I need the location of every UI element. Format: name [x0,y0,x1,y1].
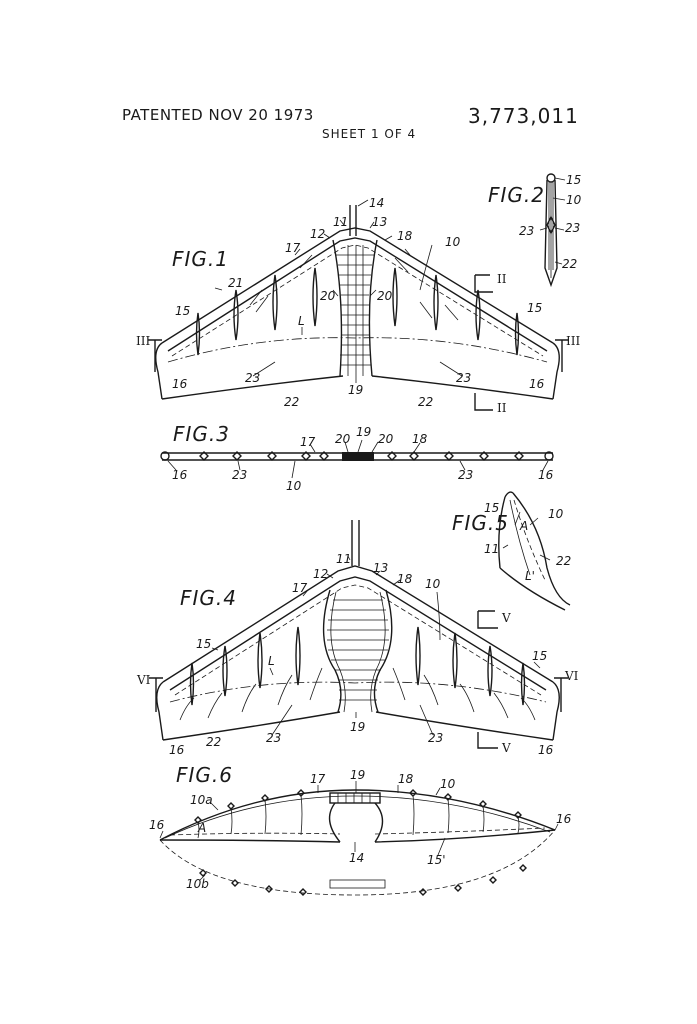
fig5-title: FIG.5 [452,511,509,535]
fig1-section-mark: III [566,334,580,348]
fig1-label: 11 [333,215,348,229]
fig2-label: 10 [566,193,582,207]
fig1-drawing [148,199,569,411]
fig4-label: 15 [196,637,211,651]
fig3-label: 10 [286,479,302,493]
fig6-title: FIG.6 [176,763,233,787]
fig4-section-mark: V [501,611,511,625]
fig2-label: 15 [566,173,581,187]
fig4-label: 16 [169,743,185,757]
fig4-title: FIG.4 [180,586,237,610]
fig1-label: 19 [348,383,363,397]
fig4-label: 23 [428,731,443,745]
fig1-label: 20 [320,289,336,303]
fig1-title: FIG.1 [172,247,229,271]
fig1-label: 14 [369,196,384,210]
fig6-label: A [197,821,206,835]
fig3-label: 23 [232,468,247,482]
fig3-label: 16 [172,468,188,482]
fig4-label: 19 [350,720,365,734]
fig4-label: 23 [266,731,281,745]
fig1-label: 18 [397,229,413,243]
fig6-drawing [159,781,559,896]
fig5-label: 15 [484,501,499,515]
fig1-label: 23 [245,371,260,385]
fig1-label: 10 [445,235,461,249]
fig1-label: 13 [372,215,387,229]
fig4-label: 16 [538,743,554,757]
fig2-label: 22 [562,257,577,271]
fig1-label: 22 [284,395,299,409]
fig6-label: 19 [350,768,365,782]
fig4-label: 10 [425,577,441,591]
fig5-label: L' [525,569,535,583]
patent-date-stamp: PATENTED NOV 20 1973 [122,106,314,124]
fig5-label: 10 [548,507,564,521]
fig3-labels: 19 17 20 20 18 16 23 10 23 16 [172,425,554,493]
fig1-section-mark: III [136,334,150,348]
fig1-label: 21 [228,276,243,290]
fig6-label: 16 [149,818,165,832]
fig1-label: L [298,314,305,328]
fig2-title: FIG.2 [488,183,545,207]
fig4-label: 13 [373,561,388,575]
fig5-label: 11 [484,542,499,556]
fig4-section-mark: V [501,741,511,755]
fig3-label: 16 [538,468,554,482]
fig2-drawing [539,173,566,288]
fig1-label: 16 [529,377,545,391]
fig3-label: 18 [412,432,428,446]
fig1-label: 22 [418,395,433,409]
fig6-label: 10a [190,793,213,807]
fig1-label: 20 [377,289,393,303]
fig4-section-mark: VI [136,673,151,687]
fig5-label: 22 [556,554,571,568]
fig1-section-mark: II [497,272,507,286]
patent-number: 3,773,011 [468,104,579,128]
fig6-label: 16 [556,812,572,826]
fig3-label: 19 [356,425,371,439]
fig4-label: 22 [206,735,221,749]
fig1-label: 17 [285,241,301,255]
sheet-number: SHEET 1 OF 4 [322,127,417,141]
fig1-label: 12 [310,227,325,241]
fig3-label: 20 [335,432,351,446]
fig4-section-mark: VI [564,669,579,683]
fig4-label: L [268,654,275,668]
fig1-label: 16 [172,377,188,391]
fig4-label: 12 [313,567,328,581]
fig5-labels: 15 A 10 11 L' 22 [484,501,571,583]
fig1-label: 15 [527,301,542,315]
fig2-label: 23 [565,221,580,235]
fig5-label: A [519,519,528,533]
fig1-labels: 14 11 13 12 17 18 10 21 15 20 20 L 15 23… [136,196,580,415]
fig3-label: 20 [378,432,394,446]
fig3-label: 17 [300,435,316,449]
fig4-label: 11 [336,552,351,566]
fig2-labels: 15 10 23 23 22 [519,173,582,271]
fig3-drawing [160,439,554,479]
fig6-label: 14 [349,851,364,865]
fig6-label: 18 [398,772,414,786]
fig6-labels: 17 19 18 10 10a 16 A 16 14 15' 10b [149,768,572,891]
fig5-drawing [498,491,571,611]
fig4-label: 15 [532,649,547,663]
fig6-label: 15' [427,853,446,867]
fig4-drawing [149,520,568,749]
fig4-label: 18 [397,572,413,586]
fig3-title: FIG.3 [173,422,230,446]
fig1-label: 23 [456,371,471,385]
fig6-label: 17 [310,772,326,786]
fig2-label: 23 [519,224,534,238]
fig1-label: 15 [175,304,190,318]
fig6-label: 10 [440,777,456,791]
fig1-section-mark: II [497,401,507,415]
fig4-labels: 11 12 13 18 17 10 15 L 15 23 23 16 22 19… [136,552,579,757]
fig6-label: 10b [186,877,209,891]
fig4-label: 17 [292,581,308,595]
fig3-label: 23 [458,468,473,482]
